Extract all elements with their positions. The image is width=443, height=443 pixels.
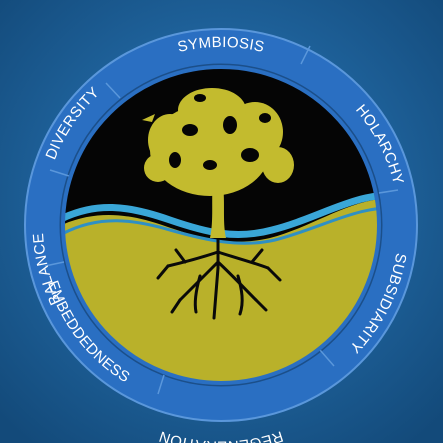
ring-dividers xyxy=(44,45,399,395)
tree-of-life-icon xyxy=(142,88,294,320)
bird-icon xyxy=(142,114,155,122)
tree-trunk xyxy=(210,178,226,238)
ring-label-symbiosis: SYMBIOSIS xyxy=(176,34,266,56)
river-lower-edge xyxy=(63,206,379,245)
tree-roots xyxy=(156,238,282,320)
